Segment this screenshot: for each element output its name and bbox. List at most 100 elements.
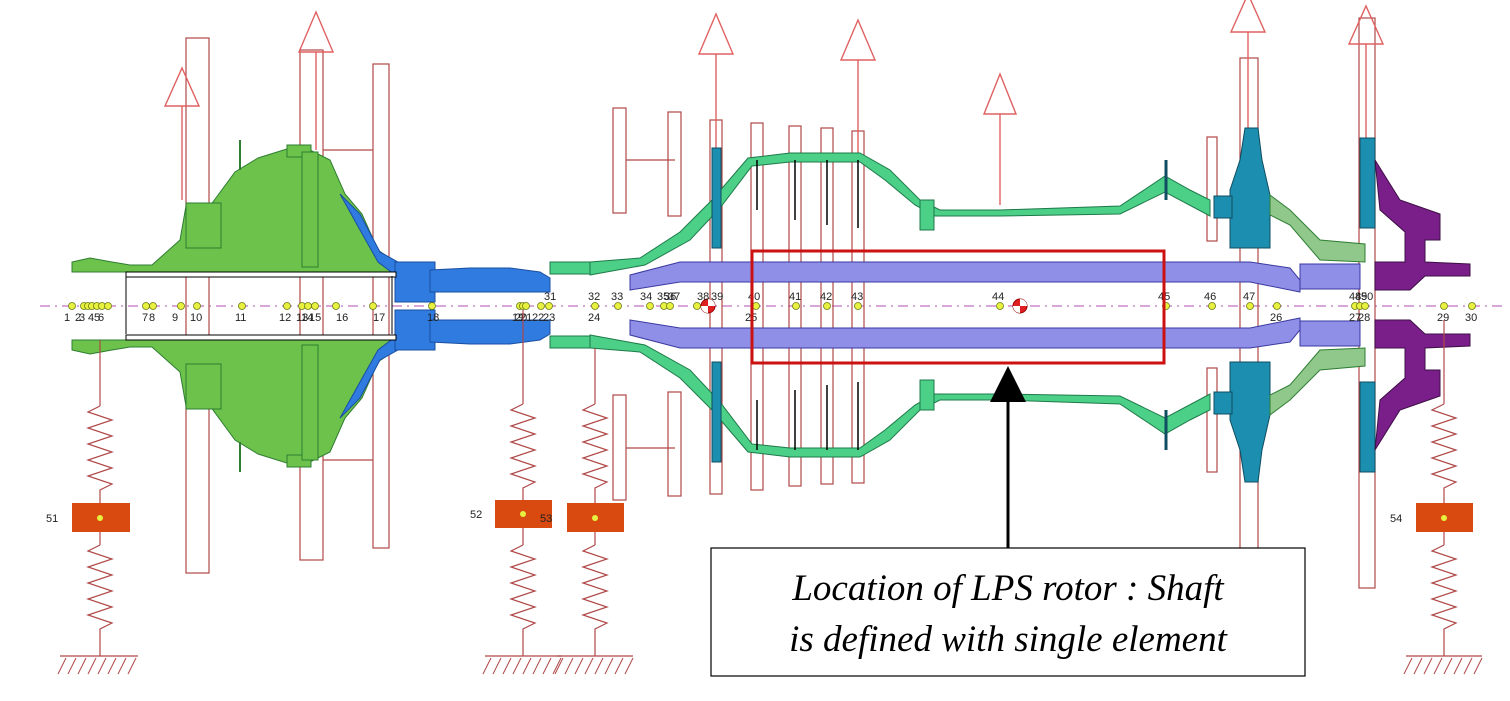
node-points	[68, 302, 1476, 310]
node-point	[428, 302, 436, 310]
node-point	[646, 302, 654, 310]
bearing-label-52: 52	[470, 509, 482, 521]
node-label-top: 42	[820, 291, 832, 303]
node-point	[238, 302, 246, 310]
node-label-bottom: 3	[79, 312, 85, 324]
node-point	[537, 302, 545, 310]
node-label-bottom: 18	[427, 312, 439, 324]
lps-shaft-highlight-box	[750, 249, 1166, 365]
node-point	[68, 302, 76, 310]
node-point	[369, 302, 377, 310]
right-rotor-lower	[1213, 319, 1471, 483]
callout-box	[710, 547, 1306, 677]
node-point	[1246, 302, 1254, 310]
node-label-top: 47	[1243, 291, 1255, 303]
node-point	[1468, 302, 1476, 310]
node-point	[149, 302, 157, 310]
node-label-top: 38	[697, 291, 709, 303]
node-label-bottom: 28	[1358, 312, 1370, 324]
node-point	[1361, 302, 1369, 310]
node-label-top: 31	[544, 291, 556, 303]
node-label-bottom: 7	[142, 312, 148, 324]
node-label-bottom: 2	[75, 312, 81, 324]
node-label-bottom: 17	[373, 312, 385, 324]
node-label-bottom: 5	[94, 312, 100, 324]
node-label-bottom: 19	[512, 312, 524, 324]
ground-hatching	[57, 657, 1483, 675]
node-label-bottom: 1	[64, 312, 70, 324]
bearing-labels: 51 52 53 54	[46, 509, 1402, 525]
node-label-bottom: 15	[309, 312, 321, 324]
middle-rotor-lower	[549, 317, 1301, 463]
node-point	[693, 302, 701, 310]
node-point	[752, 302, 760, 310]
node-point	[142, 302, 150, 310]
callout-line-2: is defined with single element	[789, 619, 1228, 660]
node-label-top: 34	[640, 291, 652, 303]
node-point	[545, 302, 553, 310]
node-label-top: 40	[748, 291, 760, 303]
node-label-bottom: 4	[88, 312, 94, 324]
bearing-supports	[60, 310, 1482, 657]
node-point	[666, 302, 674, 310]
node-point	[1208, 302, 1216, 310]
node-label-bottom: 16	[336, 312, 348, 324]
node-label-bottom: 27	[1349, 312, 1361, 324]
node-label-bottom: 23	[543, 312, 555, 324]
bearing-label-54: 54	[1390, 513, 1402, 525]
node-label-bottom: 14	[301, 312, 313, 324]
node-label-top: 43	[851, 291, 863, 303]
node-label-top: 32	[588, 291, 600, 303]
node-point	[792, 302, 800, 310]
node-label-bottom: 22	[532, 312, 544, 324]
node-point	[614, 302, 622, 310]
node-point	[1273, 302, 1281, 310]
node-point	[283, 302, 291, 310]
node-point	[996, 302, 1004, 310]
mass-markers	[700, 298, 1028, 314]
node-point	[854, 302, 862, 310]
node-label-top: 33	[611, 291, 623, 303]
node-point	[591, 302, 599, 310]
node-label-top: 39	[711, 291, 723, 303]
bearing-label-51: 51	[46, 513, 58, 525]
node-point	[104, 302, 112, 310]
node-label-bottom: 20	[515, 312, 527, 324]
middle-rotor-upper	[549, 147, 1301, 293]
bearing-label-53: 53	[540, 513, 552, 525]
left-rotor-upper	[71, 140, 551, 334]
node-point	[823, 302, 831, 310]
callout-line-1: Location of LPS rotor : Shaft	[791, 568, 1225, 609]
node-point	[1440, 302, 1448, 310]
node-label-top: 46	[1204, 291, 1216, 303]
node-point	[304, 302, 312, 310]
node-label-top: 50	[1361, 291, 1373, 303]
node-point	[193, 302, 201, 310]
node-label-bottom: 29	[1437, 312, 1449, 324]
node-label-top: 36	[664, 291, 676, 303]
node-label-top: 49	[1355, 291, 1367, 303]
left-rotor-lower	[71, 309, 551, 472]
node-label-bottom: 24	[588, 312, 600, 324]
node-label-bottom: 26	[1270, 312, 1282, 324]
node-label-top: 48	[1349, 291, 1361, 303]
node-point	[177, 302, 185, 310]
node-label-top: 41	[789, 291, 801, 303]
node-point	[522, 302, 530, 310]
node-label-bottom: 6	[98, 312, 104, 324]
node-label-top: 37	[668, 291, 680, 303]
node-label-bottom: 8	[149, 312, 155, 324]
node-label-top: 35	[657, 291, 669, 303]
node-label-bottom: 11	[235, 312, 246, 324]
node-label-bottom: 10	[190, 312, 202, 324]
node-label-bottom: 12	[279, 312, 291, 324]
node-point	[311, 302, 319, 310]
node-label-bottom: 9	[172, 312, 178, 324]
right-rotor-upper	[1213, 127, 1471, 291]
bearing-blocks	[72, 500, 1473, 532]
node-label-top: 44	[992, 291, 1004, 303]
node-label-bottom: 21	[520, 312, 532, 324]
force-arrows	[163, 0, 1385, 205]
